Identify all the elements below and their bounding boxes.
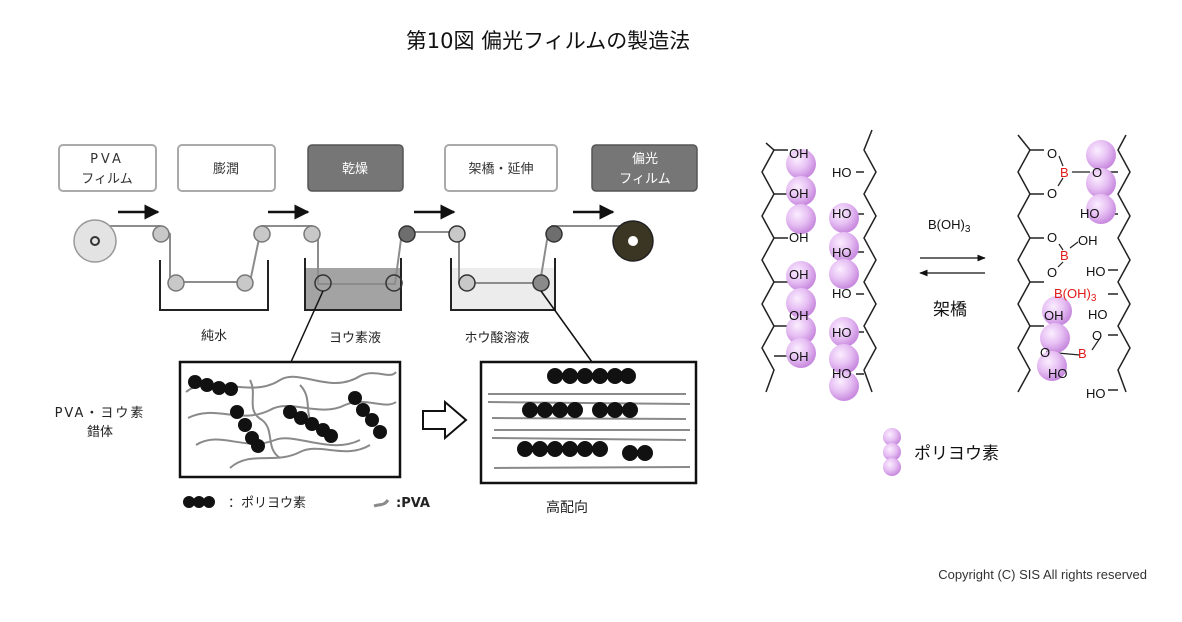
oh-label: OH	[1078, 233, 1098, 248]
process-step-swelling: 膨潤	[177, 144, 276, 192]
oxygen-label: O	[1040, 345, 1050, 360]
zoom-line	[290, 290, 324, 363]
ho-label: HO	[1086, 386, 1106, 401]
ho-labels-middle: HO HO HO HO HO HO	[832, 165, 852, 381]
legend-polyiodine: ：ポリヨウ素	[183, 496, 306, 511]
complex-box-random	[178, 360, 402, 479]
iodine-chain-left	[786, 149, 816, 368]
ho-label: HO	[1088, 307, 1108, 322]
step-label-line1: 偏光	[632, 152, 658, 167]
oxygen-label: O	[1092, 165, 1102, 180]
high-orientation-label: 高配向	[546, 499, 588, 516]
ho-label: HO	[1086, 264, 1106, 279]
zoom-line	[540, 290, 593, 363]
ho-label: HO	[832, 245, 852, 260]
step-label: 膨潤	[213, 162, 239, 177]
ho-label: HO	[832, 325, 852, 340]
pva-chain-product-left	[1017, 134, 1044, 393]
step-label: 架橋・延伸	[468, 162, 533, 177]
pva-chain-middle	[856, 129, 877, 393]
reagent-text: B(OH)	[928, 217, 965, 232]
legend-polyiodine-label: ：ポリヨウ素	[228, 496, 306, 511]
oxygen-label: O	[1047, 146, 1057, 161]
step-label: 乾燥	[342, 162, 368, 177]
legend-pva: :PVA	[373, 496, 430, 511]
ho-label: HO	[1080, 206, 1100, 221]
ho-label: HO	[832, 366, 852, 381]
ho-label: HO	[1048, 366, 1068, 381]
bath-label-boric-acid: ホウ酸溶液	[464, 331, 529, 346]
boron-label: B	[1078, 346, 1087, 361]
step-label-line2: フィルム	[81, 172, 132, 187]
oh-label: OH	[789, 308, 809, 323]
boron-label: B	[1060, 248, 1069, 263]
bath-label-iodine: ヨウ素液	[329, 331, 381, 346]
step-label-line1: PVA	[90, 152, 124, 167]
complex-label-line1: PVA・ヨウ素	[55, 406, 146, 421]
ho-label: HO	[832, 286, 852, 301]
figure-title: 第10図 偏光フィルムの製造法	[406, 29, 691, 53]
oh-label: OH	[789, 349, 809, 364]
reagent-subscript: 3	[965, 224, 971, 235]
copyright-notice: Copyright (C) SIS All rights reserved	[938, 567, 1147, 582]
complex-label-line2: 錯体	[87, 425, 113, 440]
rollers	[73, 219, 654, 292]
bath-label-pure-water: 純水	[201, 329, 227, 344]
oh-label: OH	[789, 230, 809, 245]
oh-label: OH	[1044, 308, 1064, 323]
ho-label: HO	[832, 165, 852, 180]
reagent-boh3: B(OH)3	[928, 217, 971, 235]
iodine-chain-product	[1037, 140, 1116, 381]
legend-polyiodine-purple: ポリヨウ素	[883, 428, 999, 476]
iodine-chain-middle	[829, 203, 859, 401]
reaction-arrows	[919, 254, 986, 277]
step-label-line2: フィルム	[619, 172, 670, 187]
oxygen-label: O	[1047, 186, 1057, 201]
oh-label: OH	[789, 146, 809, 161]
pva-chain-left	[761, 142, 788, 393]
boric-acid-red-label: B(OH)3	[1054, 286, 1097, 304]
oxygen-label: O	[1047, 230, 1057, 245]
crosslink-label: 架橋	[933, 300, 967, 320]
complex-box-oriented	[479, 360, 698, 485]
process-step-drying: 乾燥	[307, 144, 404, 192]
product-atom-labels: O B O O HO O OH B O HO HO O OH O B HO HO	[1040, 146, 1108, 401]
oh-labels-left: OH OH OH OH OH OH	[789, 146, 809, 364]
ho-label: HO	[832, 206, 852, 221]
process-step-crosslink-stretch: 架橋・延伸	[444, 144, 558, 192]
boric-acid-red-text: B(OH)	[1054, 286, 1091, 301]
transform-arrow	[422, 399, 468, 441]
process-step-pva-film: PVA フィルム	[58, 144, 157, 192]
process-step-polarizing-film: 偏光 フィルム	[591, 144, 698, 192]
oxygen-label: O	[1092, 328, 1102, 343]
legend-polyiodine-purple-label: ポリヨウ素	[914, 444, 999, 464]
boric-acid-red-subscript: 3	[1091, 293, 1097, 304]
legend-pva-label: :PVA	[396, 496, 430, 511]
boron-label: B	[1060, 165, 1069, 180]
oh-label: OH	[789, 186, 809, 201]
oh-label: OH	[789, 267, 809, 282]
oxygen-label: O	[1047, 265, 1057, 280]
